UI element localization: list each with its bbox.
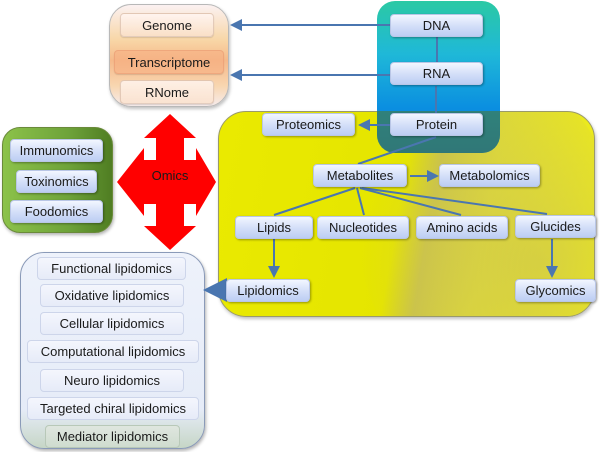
lipidomics-type-functional: Functional lipidomics (37, 257, 186, 280)
node-immunomics: Immunomics (10, 139, 103, 162)
node-dna: DNA (390, 14, 483, 37)
node-amino-acids: Amino acids (416, 216, 508, 239)
node-toxinomics: Toxinomics (16, 170, 97, 193)
node-rnome: RNome (120, 80, 214, 104)
node-transcriptome: Transcriptome (114, 50, 224, 74)
node-nucleotides: Nucleotides (317, 216, 409, 239)
lipidomics-type-targeted-chiral: Targeted chiral lipidomics (27, 397, 199, 420)
lipidomics-type-mediator: Mediator lipidomics (45, 425, 180, 448)
omics-center-label: Omics (151, 168, 189, 183)
node-lipids: Lipids (235, 216, 313, 239)
node-glucides: Glucides (515, 215, 596, 238)
node-metabolomics: Metabolomics (439, 164, 540, 187)
node-lipidomics: Lipidomics (226, 279, 310, 302)
lipidomics-type-computational: Computational lipidomics (27, 340, 199, 363)
node-foodomics: Foodomics (10, 200, 103, 223)
node-proteomics: Proteomics (262, 113, 355, 136)
lipidomics-type-neuro: Neuro lipidomics (40, 369, 184, 392)
node-genome: Genome (120, 13, 214, 37)
node-glycomics: Glycomics (515, 279, 596, 302)
node-protein: Protein (390, 113, 483, 136)
node-metabolites: Metabolites (313, 164, 407, 187)
lipidomics-type-oxidative: Oxidative lipidomics (40, 284, 184, 307)
lipidomics-type-cellular: Cellular lipidomics (40, 312, 184, 335)
node-rna: RNA (390, 62, 483, 85)
